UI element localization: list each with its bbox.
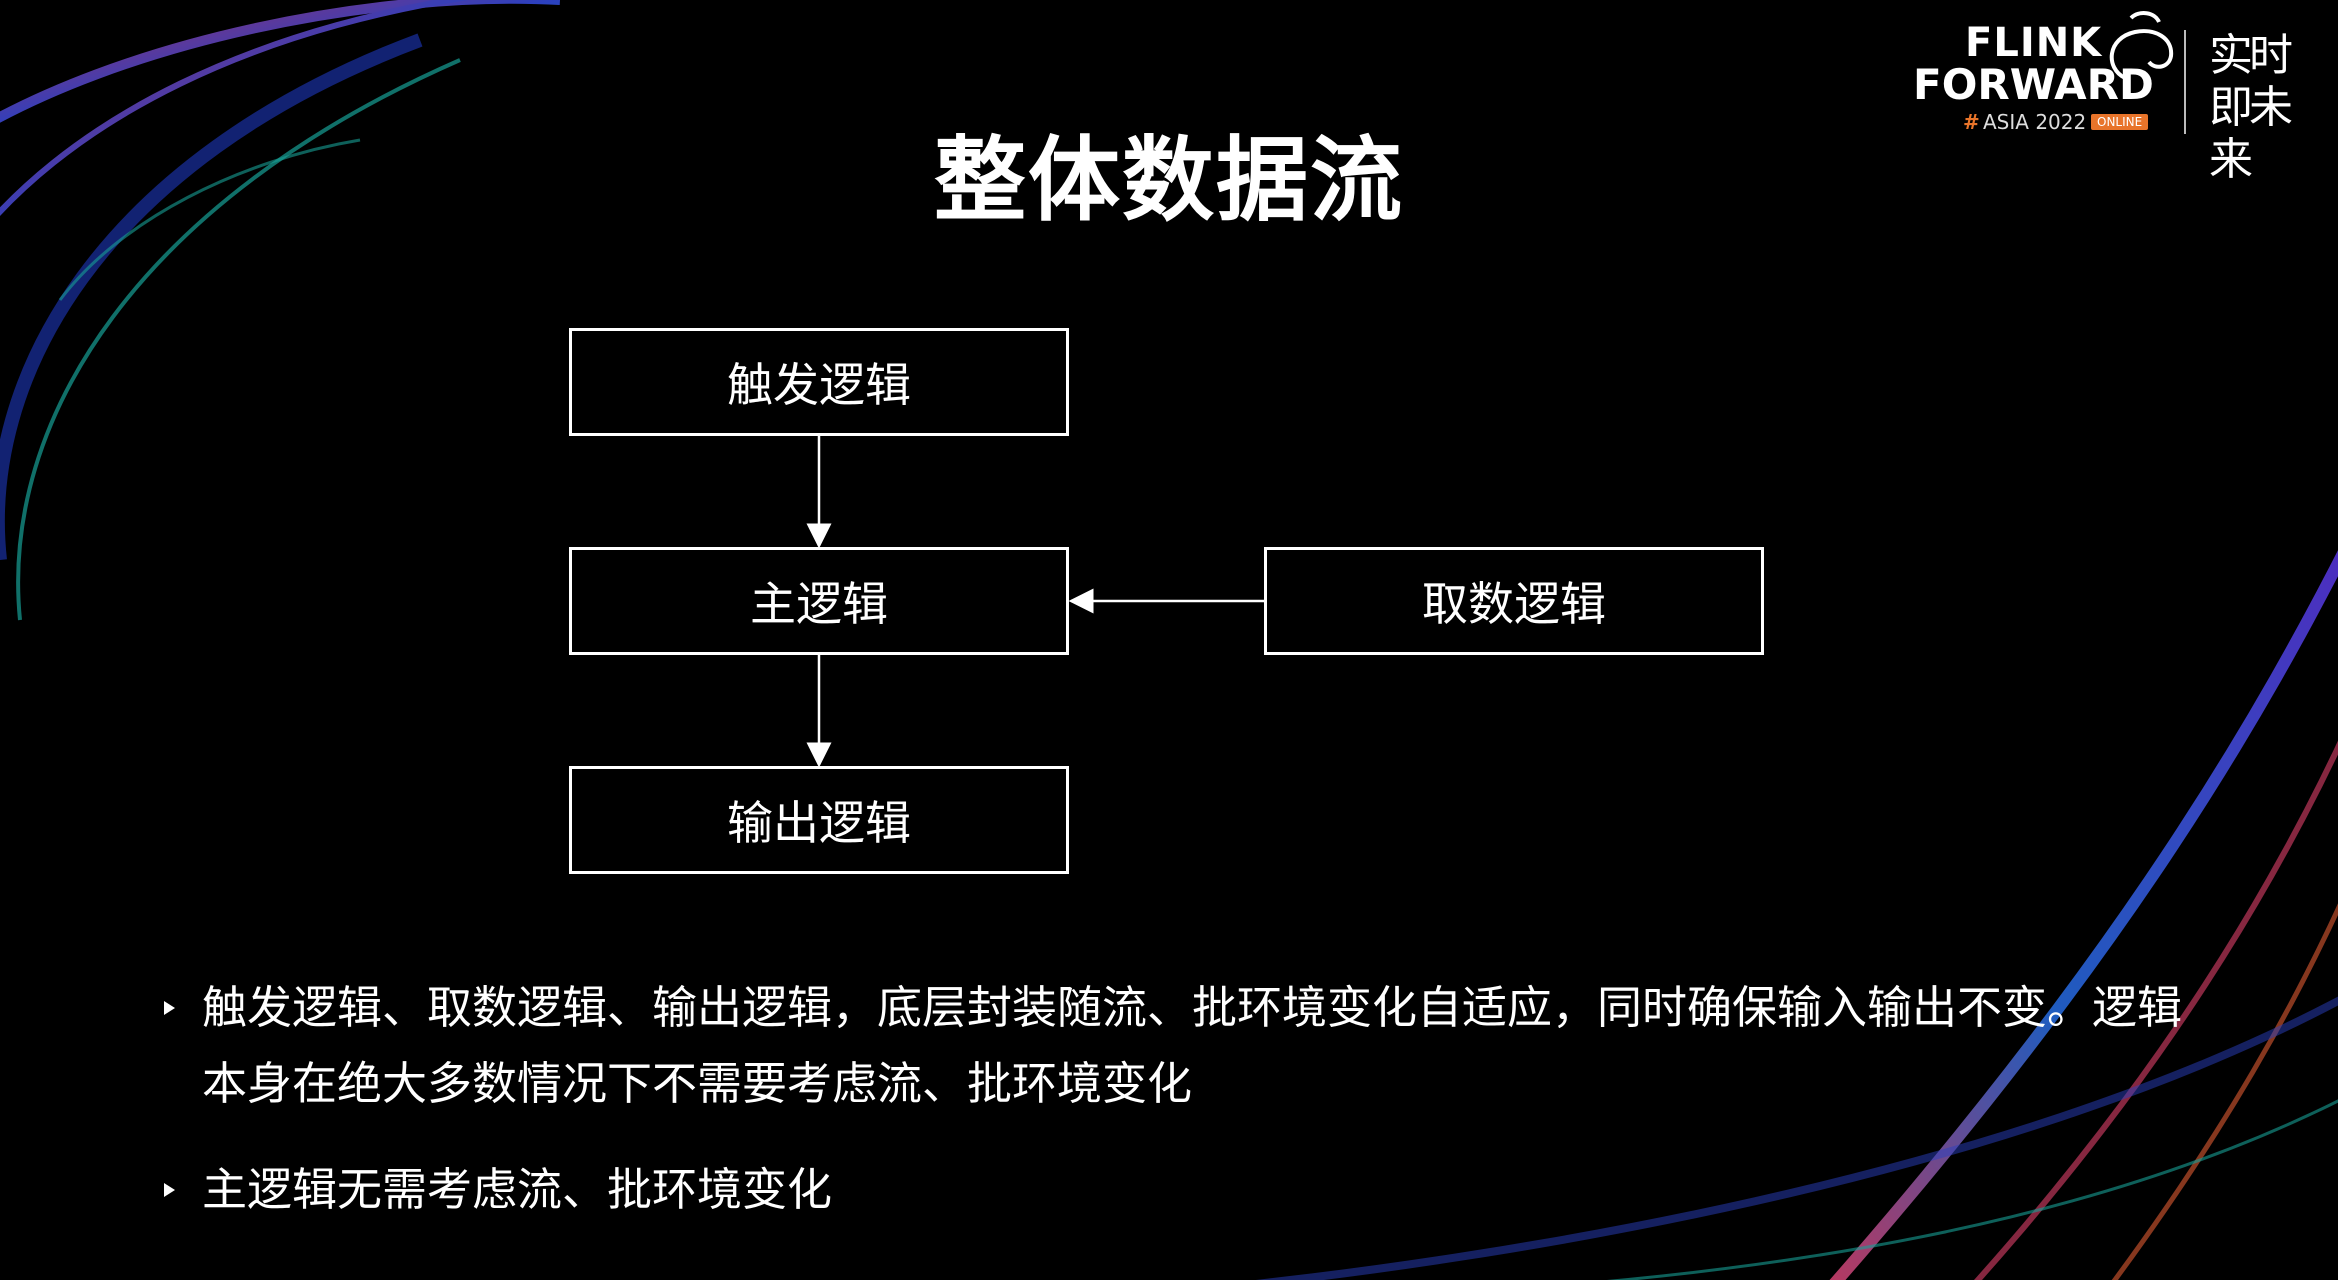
slide-title: 整体数据流: [933, 127, 1404, 234]
node-fetch-logic: 取数逻辑: [1264, 547, 1764, 655]
bullet-item: 触发逻辑、取数逻辑、输出逻辑，底层封装随流、批环境变化自适应，同时确保输入输出不…: [160, 970, 2190, 1122]
node-output-logic: 输出逻辑: [569, 766, 1069, 874]
bullet-text: 主逻辑无需考虑流、批环境变化: [202, 1163, 833, 1216]
logo-event: ASIA 2022: [1983, 110, 2087, 134]
bullet-item: 主逻辑无需考虑流、批环境变化: [160, 1152, 2190, 1228]
logo-line-forward: FORWARD: [1913, 60, 2154, 109]
bullet-list: 触发逻辑、取数逻辑、输出逻辑，底层封装随流、批环境变化自适应，同时确保输入输出不…: [160, 970, 2190, 1228]
squirrel-icon: [2109, 11, 2174, 80]
node-trigger-logic: 触发逻辑: [569, 328, 1069, 436]
logo-online-badge: ONLINE: [2091, 114, 2149, 130]
logo-slogan: 实时即未来: [2209, 30, 2293, 185]
bullet-marker-icon: [164, 1183, 175, 1197]
bullet-text: 触发逻辑、取数逻辑、输出逻辑，底层封装随流、批环境变化自适应，同时确保输入输出不…: [202, 981, 2183, 1110]
logo-line-flink: FLINK: [1965, 20, 2103, 66]
node-main-logic: 主逻辑: [569, 547, 1069, 655]
bullet-marker-icon: [164, 1001, 175, 1015]
flink-forward-logo: FLINK FORWARD # ASIA 2022 ONLINE 实时即未来: [1905, 8, 2305, 185]
logo-divider: [2184, 30, 2186, 134]
logo-hash: #: [1963, 110, 1980, 134]
